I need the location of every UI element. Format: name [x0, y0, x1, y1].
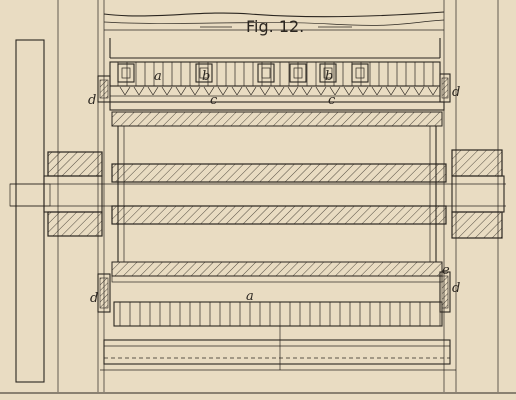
label-d-upper-right: d — [452, 85, 460, 100]
cutter-block-3 — [257, 63, 275, 83]
left-hub — [9, 151, 103, 237]
figure-title-text: Fig. 12. — [246, 17, 304, 36]
lower-right-bearing — [439, 271, 451, 313]
cutter-block-1 — [117, 63, 135, 83]
left-frame — [15, 0, 105, 392]
upper-comb-row — [109, 61, 441, 97]
right-hub — [451, 149, 505, 239]
cutter-block-4 — [289, 63, 307, 83]
label-a-top: a — [154, 69, 162, 84]
upper-left-bearing — [97, 75, 111, 103]
label-c-1: c — [210, 93, 218, 108]
figure-title: Fig. 12. — [200, 17, 352, 36]
cutter-block-2 — [195, 63, 213, 83]
label-c-2: c — [328, 93, 336, 108]
lower-roller — [100, 326, 456, 371]
cutter-block-6 — [351, 63, 369, 83]
label-a-bottom: a — [246, 289, 254, 304]
label-d-upper-left: d — [88, 93, 96, 108]
drum-upper-band — [111, 111, 443, 127]
drum-lower-band — [111, 261, 443, 283]
label-e-right: e — [442, 263, 450, 278]
upper-bar-c — [109, 101, 445, 111]
lower-left-bearing — [97, 273, 111, 313]
label-d-lower-left: d — [90, 291, 98, 306]
drum-body — [117, 126, 437, 262]
lower-comb-row — [113, 301, 443, 327]
main-shaft — [10, 163, 506, 225]
upper-right-bearing — [439, 73, 451, 103]
right-frame — [443, 0, 499, 392]
label-b-2: b — [325, 69, 333, 84]
cutter-block-5 — [319, 63, 337, 83]
label-b-1: b — [202, 69, 210, 84]
label-d-lower-right: d — [452, 281, 460, 296]
top-casing — [103, 11, 445, 59]
